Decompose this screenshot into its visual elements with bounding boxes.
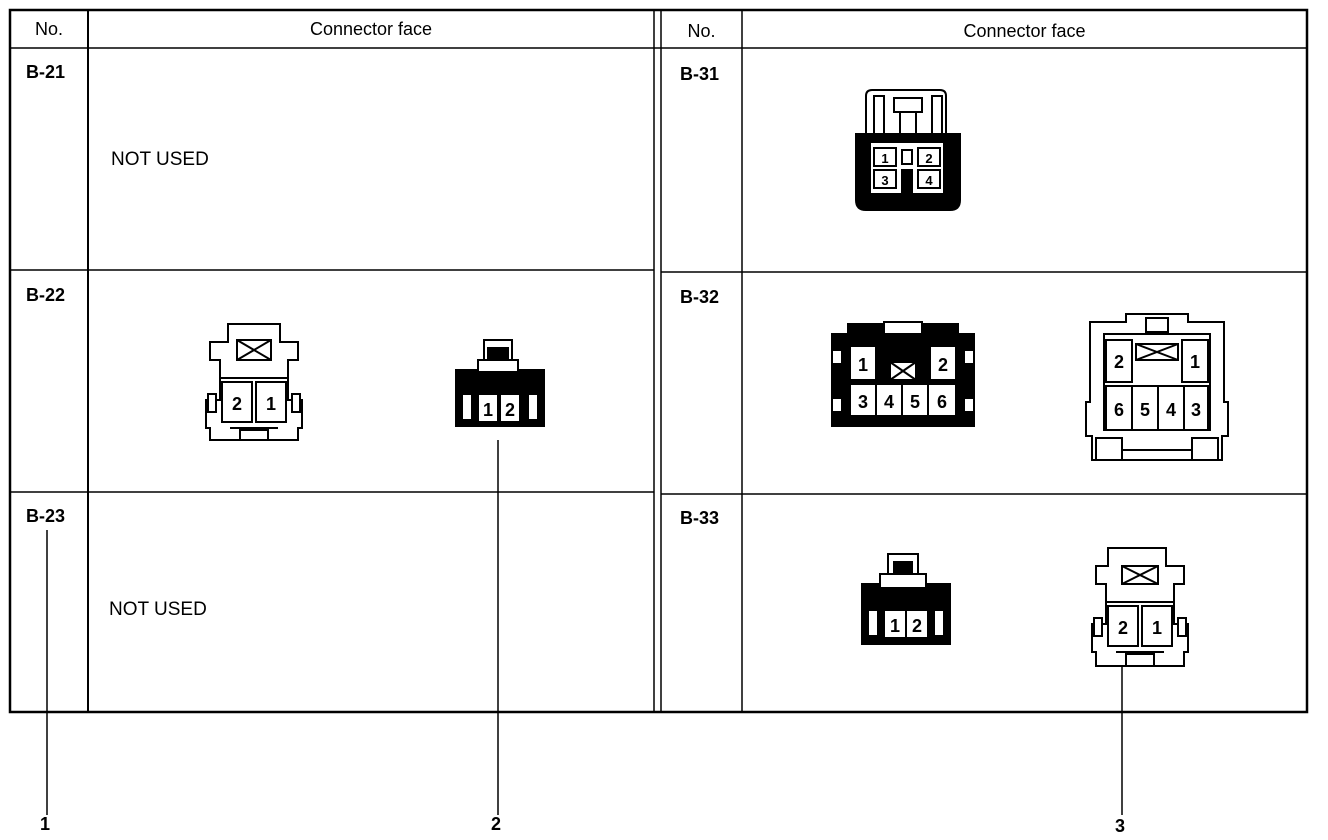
b32-right-pin-f: 3 — [1191, 400, 1201, 420]
b32-right-pin-a: 2 — [1114, 352, 1124, 372]
b32-left-pin-e: 5 — [910, 392, 920, 412]
callout-2: 2 — [491, 814, 502, 834]
connector-b22-left: 2 1 — [205, 323, 303, 441]
code-b22: B-22 — [26, 285, 66, 305]
b31-pin-a: 1 — [881, 151, 888, 166]
header-connector-face-right: Connector face — [963, 21, 1086, 41]
code-b31: B-31 — [680, 64, 720, 84]
connector-b33-left: 1 2 — [861, 553, 951, 645]
b31-pin-c: 3 — [881, 173, 888, 188]
code-b32: B-32 — [680, 287, 720, 307]
b32-left-pin-c: 3 — [858, 392, 868, 412]
b32-left-pin-a: 1 — [858, 355, 868, 375]
b22-right-pin-a: 1 — [483, 400, 493, 420]
b22-right-pin-b: 2 — [505, 400, 515, 420]
b33-right-pin-b: 1 — [1152, 618, 1162, 638]
header-no-left: No. — [34, 19, 63, 39]
connector-b32-right: 2 1 6 5 4 3 — [1085, 313, 1229, 461]
callout-1: 1 — [40, 814, 51, 834]
b33-left-pin-b: 2 — [912, 616, 922, 636]
note-b21-not-used: NOT USED — [111, 149, 209, 170]
b32-left-pin-d: 4 — [884, 392, 894, 412]
b22-left-pin-b: 1 — [266, 394, 276, 414]
b31-pin-b: 2 — [925, 151, 932, 166]
b31-pin-d: 4 — [925, 173, 933, 188]
b22-left-pin-a: 2 — [232, 394, 242, 414]
code-b33: B-33 — [680, 508, 720, 528]
code-b23: B-23 — [26, 506, 66, 526]
connector-b31: 1 2 3 4 — [855, 89, 961, 211]
header-no-right: No. — [687, 21, 716, 41]
b32-left-pin-f: 6 — [937, 392, 947, 412]
b32-right-pin-d: 5 — [1140, 400, 1150, 420]
code-b21: B-21 — [26, 62, 66, 82]
note-b23-not-used: NOT USED — [109, 599, 207, 620]
connector-b32-left: 1 2 3 4 5 6 — [831, 321, 975, 427]
callout-3: 3 — [1115, 816, 1126, 836]
b32-right-pin-b: 1 — [1190, 352, 1200, 372]
connector-b22-right: 1 2 — [455, 339, 545, 427]
b32-right-pin-c: 6 — [1114, 400, 1124, 420]
b33-left-pin-a: 1 — [890, 616, 900, 636]
b32-right-pin-e: 4 — [1166, 400, 1176, 420]
header-connector-face-left: Connector face — [309, 19, 433, 39]
b33-right-pin-a: 2 — [1118, 618, 1128, 638]
b32-left-pin-b: 2 — [938, 355, 948, 375]
connector-b33-right: 2 1 — [1091, 547, 1189, 667]
